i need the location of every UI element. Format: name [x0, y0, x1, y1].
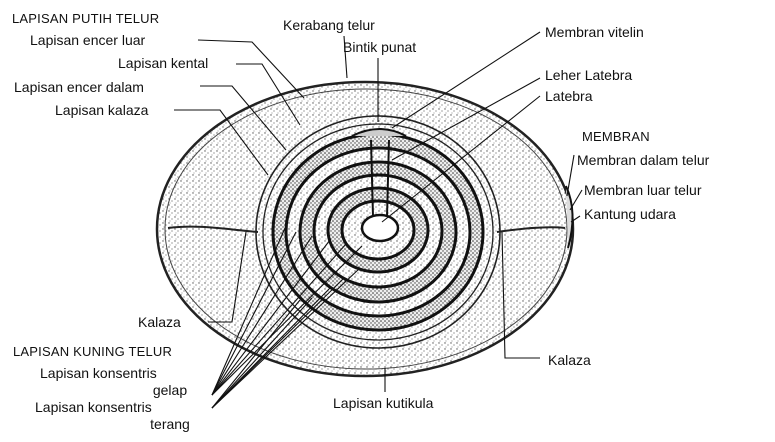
label-thin-inner-albumen: Lapisan encer dalam	[14, 79, 144, 95]
label-chalaza-right: Kalaza	[548, 352, 591, 368]
latebra-shape	[360, 213, 400, 243]
germinal-disc-shape	[351, 128, 407, 137]
label-germinal-disc: Bintik punat	[343, 39, 416, 55]
label-light-concentric-layer-2: terang	[150, 416, 190, 432]
labels: LAPISAN PUTIH TELUR Lapisan encer luar L…	[12, 11, 710, 432]
egg-body	[155, 80, 575, 378]
label-thin-outer-albumen: Lapisan encer luar	[30, 32, 146, 48]
label-shell: Kerabang telur	[283, 17, 375, 33]
label-dark-concentric-layer-2: gelap	[153, 382, 187, 398]
heading-egg-white: LAPISAN PUTIH TELUR	[12, 11, 159, 26]
label-vitelline-membrane: Membran vitelin	[545, 24, 644, 40]
label-chalaziferous-layer: Lapisan kalaza	[55, 102, 149, 118]
heading-membrane: MEMBRAN	[582, 129, 650, 144]
chalaza-right-shape	[496, 226, 566, 233]
heading-yolk: LAPISAN KUNING TELUR	[13, 344, 172, 359]
label-cuticle: Lapisan kutikula	[333, 395, 434, 411]
label-dark-concentric-layer: Lapisan konsentris	[40, 365, 157, 381]
latebra-neck-shape	[370, 139, 390, 218]
chalaziferous-layer-shape	[262, 123, 494, 341]
label-chalaza-left: Kalaza	[138, 314, 181, 330]
label-outer-shell-membrane: Membran luar telur	[584, 182, 702, 198]
chalaza-left-shape	[167, 225, 259, 233]
label-air-cell: Kantung udara	[584, 206, 676, 222]
leader-lines	[174, 31, 583, 409]
egg-shell-inner-line	[164, 88, 568, 370]
label-light-concentric-layer: Lapisan konsentris	[35, 399, 152, 415]
label-latebra-neck: Leher Latebra	[545, 67, 632, 83]
label-latebra: Latebra	[545, 88, 593, 104]
label-thick-albumen: Lapisan kental	[118, 55, 208, 71]
label-inner-shell-membrane: Membran dalam telur	[577, 152, 710, 168]
